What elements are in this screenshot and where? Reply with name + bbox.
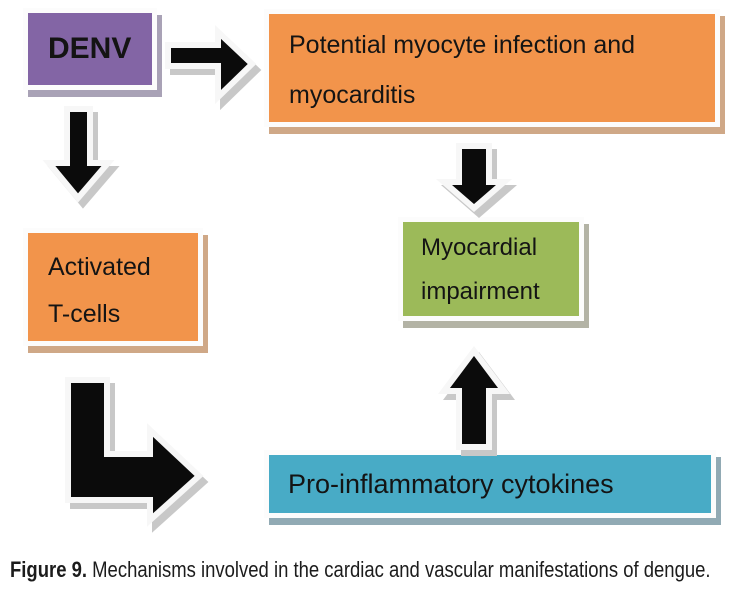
caption-label: Figure 9. (10, 557, 88, 582)
down-arrow-icon (435, 143, 518, 218)
denv-node: DENV (23, 8, 157, 90)
bent-arrow-icon (65, 377, 209, 533)
pro-inflammatory-cytokines-label: Pro-inflammatory cytokines (288, 468, 614, 499)
caption-text: Mechanisms involved in the cardiac and v… (92, 557, 711, 582)
figure-caption: Figure 9. Mechanisms involved in the car… (10, 557, 711, 583)
myocardial-impairment-label: Myocardial impairment (421, 234, 540, 305)
activated-t-cells-label: Activated T-cells (48, 253, 151, 328)
myocyte-infection-label: Potential myocyte infection and myocardi… (289, 31, 636, 109)
pro-inflammatory-cytokines-node: Pro-inflammatory cytokines (264, 450, 716, 518)
right-arrow-icon (165, 25, 262, 111)
myocyte-infection-node: Potential myocyte infection and myocardi… (264, 9, 720, 127)
up-arrow-icon (438, 346, 515, 456)
activated-t-cells-node: Activated T-cells (23, 228, 203, 346)
myocardial-impairment-node: Myocardial impairment (398, 217, 584, 321)
down-arrow-icon (42, 106, 120, 209)
denv-label: DENV (48, 32, 132, 65)
